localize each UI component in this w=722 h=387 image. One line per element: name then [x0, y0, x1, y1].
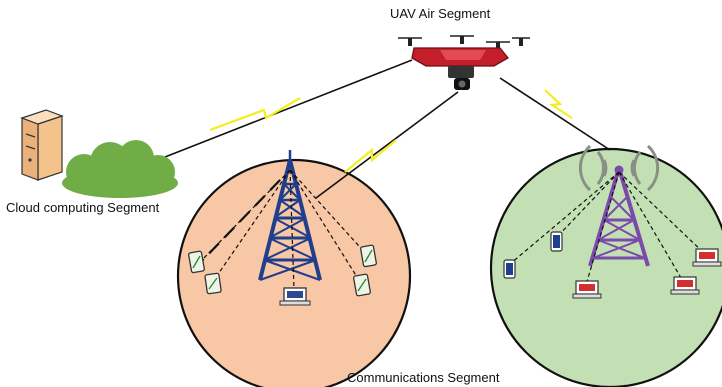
smartphone-icon	[503, 259, 516, 279]
laptop-icon	[670, 276, 700, 295]
lightning-link-icon	[209, 97, 301, 132]
link-drone-tower2	[499, 77, 611, 151]
link-tower1-drone	[315, 91, 459, 199]
communications-segment-label: Communications Segment	[347, 370, 500, 385]
green-cell-area	[489, 147, 722, 387]
laptop-icon	[279, 287, 311, 306]
laptop-icon	[572, 280, 602, 299]
smartphone-icon	[204, 272, 222, 295]
uav-segment-label: UAV Air Segment	[390, 6, 491, 21]
smartphone-icon	[188, 250, 205, 274]
laptop-icon	[692, 248, 722, 267]
tower1-cloud-link	[197, 179, 281, 266]
drone-icon	[398, 35, 530, 90]
cell-tower-icon	[588, 165, 650, 267]
link-cloud-drone	[164, 59, 413, 158]
peach-cell-area	[176, 158, 412, 387]
lightning-link-icon	[544, 89, 573, 119]
lightning-link-icon	[344, 139, 397, 173]
smartphone-icon	[550, 231, 563, 252]
signal-waves-icon	[578, 144, 660, 192]
cloud-segment-label: Cloud computing Segment	[6, 200, 160, 215]
smartphone-icon	[360, 244, 377, 268]
cloud-icon	[62, 140, 178, 198]
server-icon	[20, 109, 64, 181]
smartphone-icon	[353, 273, 371, 297]
tower2-links	[509, 171, 707, 286]
